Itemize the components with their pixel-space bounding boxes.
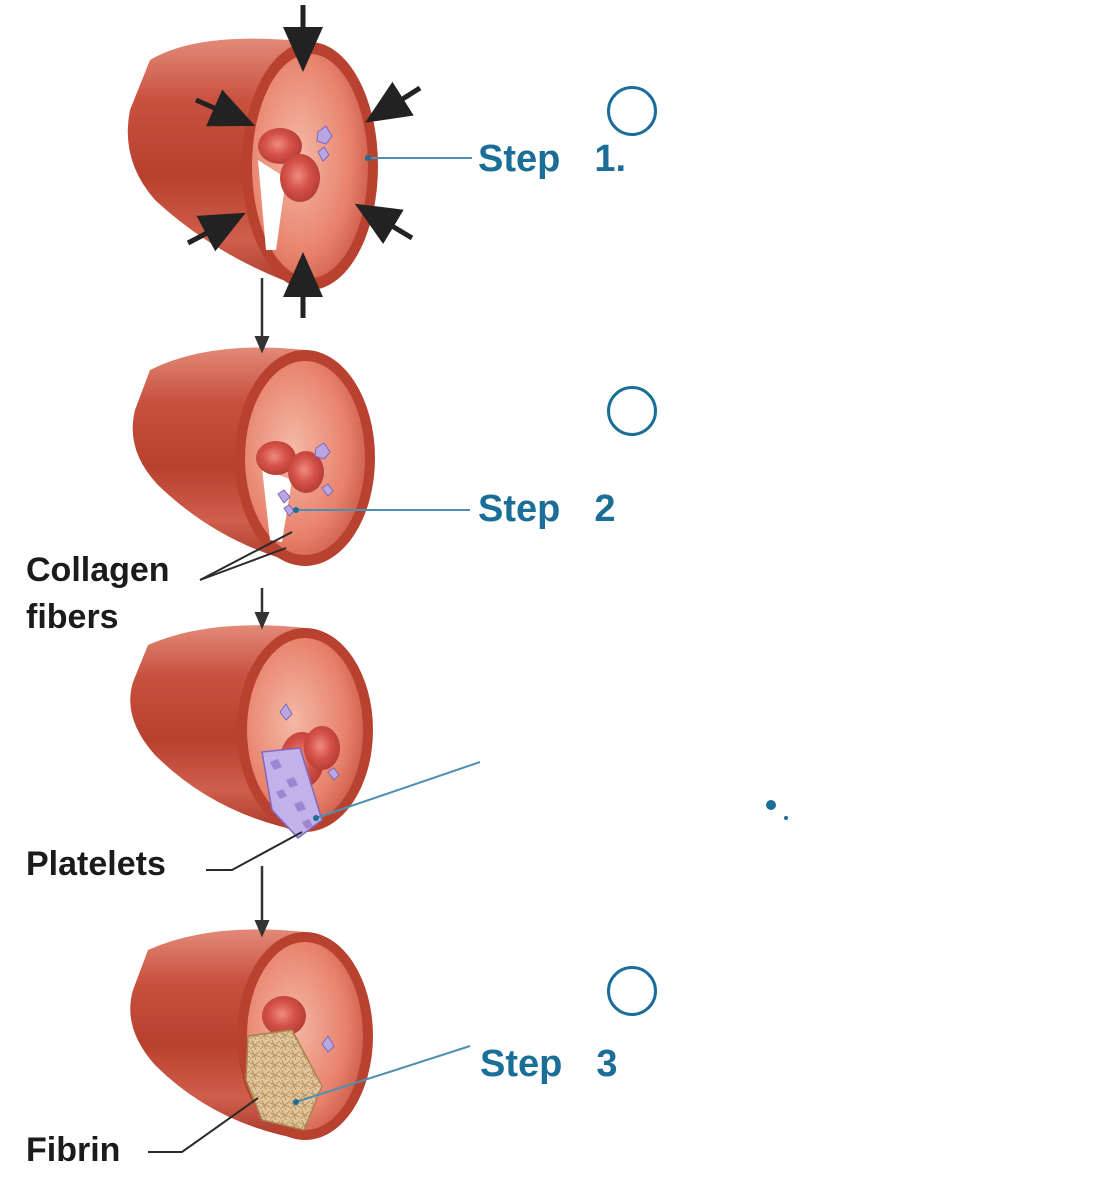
step-word: Step <box>478 138 561 180</box>
arrow-icon <box>186 212 246 252</box>
platelets-label: Platelets <box>26 845 166 883</box>
collagen-fibers-label: Collagen fibers <box>26 547 170 641</box>
dot-icon <box>784 816 788 820</box>
vessel-step-1 <box>127 38 378 290</box>
collagen-line-1: Collagen <box>26 551 170 589</box>
step-number: 3 <box>596 1043 618 1085</box>
constriction-arrows <box>186 5 422 318</box>
empty-circle-icon[interactable] <box>607 86 657 136</box>
leader-lines <box>148 155 481 1153</box>
step-1-label: Step 1. <box>478 140 626 178</box>
empty-circle-icon[interactable] <box>607 386 657 436</box>
collagen-line-2: fibers <box>26 598 119 636</box>
arrow-icon <box>354 203 414 245</box>
step-number: 2 <box>594 488 616 530</box>
arrow-icon <box>194 89 256 127</box>
vessel-step-3 <box>130 929 373 1140</box>
step-2-label: Step 2 <box>478 490 616 528</box>
step-word: Step <box>480 1043 563 1085</box>
vessel-platelet-plug <box>130 625 373 840</box>
step-3-label: Step 3 <box>480 1045 618 1083</box>
step-word: Step <box>478 488 561 530</box>
fibrin-label: Fibrin <box>26 1131 121 1169</box>
vessel-step-2 <box>132 347 375 566</box>
step-number: 1. <box>594 138 627 180</box>
empty-circle-icon[interactable] <box>607 966 657 1016</box>
arrow-icon <box>365 81 422 123</box>
dot-icon <box>766 800 776 810</box>
